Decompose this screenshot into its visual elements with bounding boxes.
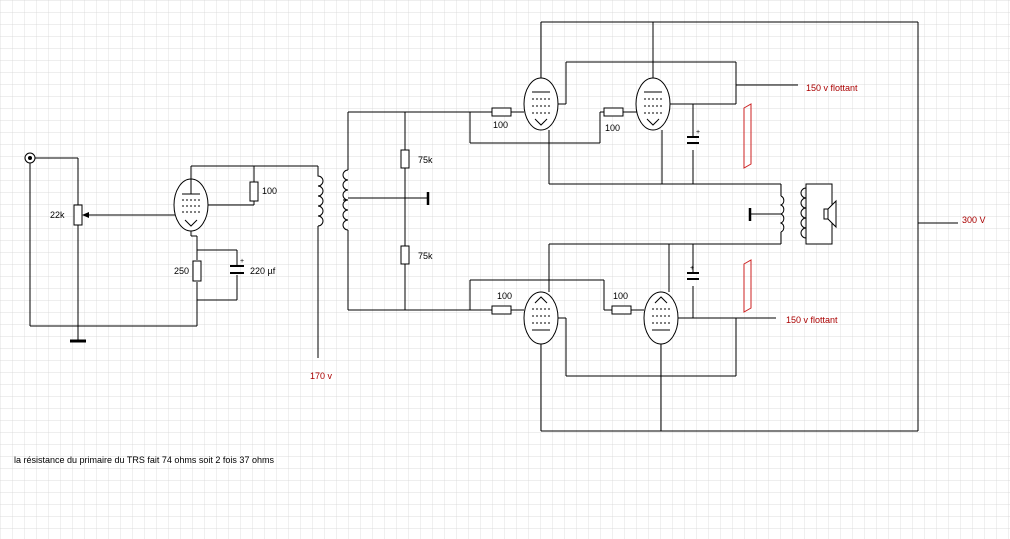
driver-cathode-resistor-label: 250: [174, 266, 189, 276]
svg-text:+: +: [696, 129, 700, 136]
driver-supply-label: 170 v: [310, 371, 333, 381]
top-right-grid-resistor-label: 100: [605, 123, 620, 133]
interstage-transformer: [317, 112, 349, 358]
bias-resistor-top-label: 75k: [418, 155, 433, 165]
main-supply-rail: [917, 22, 958, 431]
bottom-floating-supply-label: 150 v flottant: [786, 315, 838, 325]
driver-wiring: [190, 165, 318, 301]
output-transformer: [748, 184, 807, 244]
bottom-output-wiring: [540, 232, 918, 432]
bottom-grid-wiring: [469, 279, 644, 311]
primary-resistance-note: la résistance du primaire du TRS fait 74…: [14, 455, 274, 465]
bottom-left-output-tube: [523, 291, 559, 345]
top-right-grid-resistor: [603, 107, 624, 117]
top-grid-wiring: [469, 111, 640, 144]
driver-cathode-resistor: [192, 260, 202, 282]
driver-cathode-capacitor: +: [230, 258, 244, 274]
top-left-grid-resistor: [491, 107, 512, 117]
input-jack[interactable]: [24, 152, 36, 164]
volume-potentiometer[interactable]: [73, 204, 178, 226]
driver-plate-resistor-label: 100: [262, 186, 277, 196]
bottom-left-grid-resistor: [491, 305, 512, 315]
bottom-left-grid-resistor-label: 100: [497, 291, 512, 301]
bias-resistor-bottom-label: 75k: [418, 251, 433, 261]
driver-cathode-capacitor-label: 220 µf: [250, 266, 276, 276]
top-output-wiring: [540, 21, 918, 196]
driver-plate-resistor: [249, 181, 259, 202]
top-decoupling-capacitor: +: [687, 129, 700, 144]
top-left-output-tube: [523, 77, 559, 131]
bottom-floating-supply-marker: [743, 259, 752, 313]
svg-text:+: +: [240, 258, 244, 265]
speaker-icon: [805, 183, 837, 245]
bottom-decoupling-capacitor: +: [687, 265, 699, 280]
top-floating-supply-marker: [743, 103, 752, 169]
svg-text:+: +: [690, 265, 694, 272]
main-supply-label: 300 V: [962, 215, 986, 225]
top-right-output-tube: [635, 77, 671, 131]
bias-resistor-bottom: [400, 245, 410, 265]
input-wiring: [29, 157, 198, 343]
top-floating-supply-label: 150 v flottant: [806, 83, 858, 93]
bottom-right-output-tube: [643, 291, 679, 345]
driver-tube: [173, 178, 209, 232]
bottom-right-grid-resistor: [611, 305, 632, 315]
top-left-grid-resistor-label: 100: [493, 120, 508, 130]
pot-value-label: 22k: [50, 210, 65, 220]
bias-network-wiring: [348, 111, 470, 311]
bottom-right-grid-resistor-label: 100: [613, 291, 628, 301]
bias-resistor-top: [400, 149, 410, 169]
